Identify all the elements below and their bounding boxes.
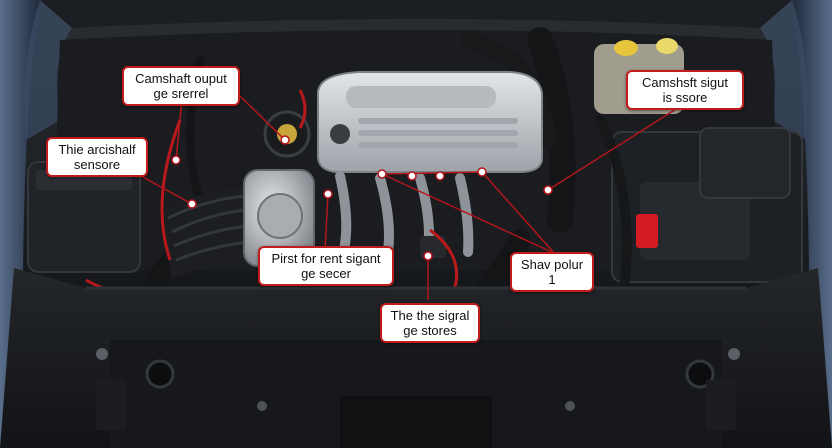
callout-camshaft-signal: Camshsft sigut is ssore [626,70,744,110]
hood-underside [40,0,792,28]
callout-arcshaft-sensor: Thie arcishalf sensore [46,137,148,177]
air-intake-hose [160,186,250,278]
callout-line: ge srerrel [153,86,209,101]
callout-line: Shav polur [520,257,584,272]
callout-line: Thie arcishalf [58,142,136,157]
callout-first-for-rent: Pirst for rent sigant ge secer [258,246,394,286]
radiator-support-panel [0,268,832,448]
fuse-box-left [27,161,141,273]
callout-line: Camshaft ouput [135,71,227,86]
callout-line: The the sigral [390,308,470,323]
callout-line: 1 [548,272,556,287]
callout-line: Pirst for rent sigant [271,251,381,266]
battery-box-right [611,127,803,283]
callout-camshaft-output: Camshaft ouput ge srerrel [122,66,240,106]
engine-cover [317,71,543,173]
callout-signal-stores: The the sigral ge stores [380,303,480,343]
throttle-body [243,169,315,267]
callout-line: Camshsft sigut [642,75,728,90]
callout-line: sensore [73,157,121,172]
oil-cap [263,110,311,158]
callout-line: ge stores [403,323,457,338]
callout-line: is ssore [662,90,708,105]
callout-line: ge secer [301,266,351,281]
leader-lines [129,95,685,300]
callout-shav-polur: Shav polur 1 [510,252,594,292]
